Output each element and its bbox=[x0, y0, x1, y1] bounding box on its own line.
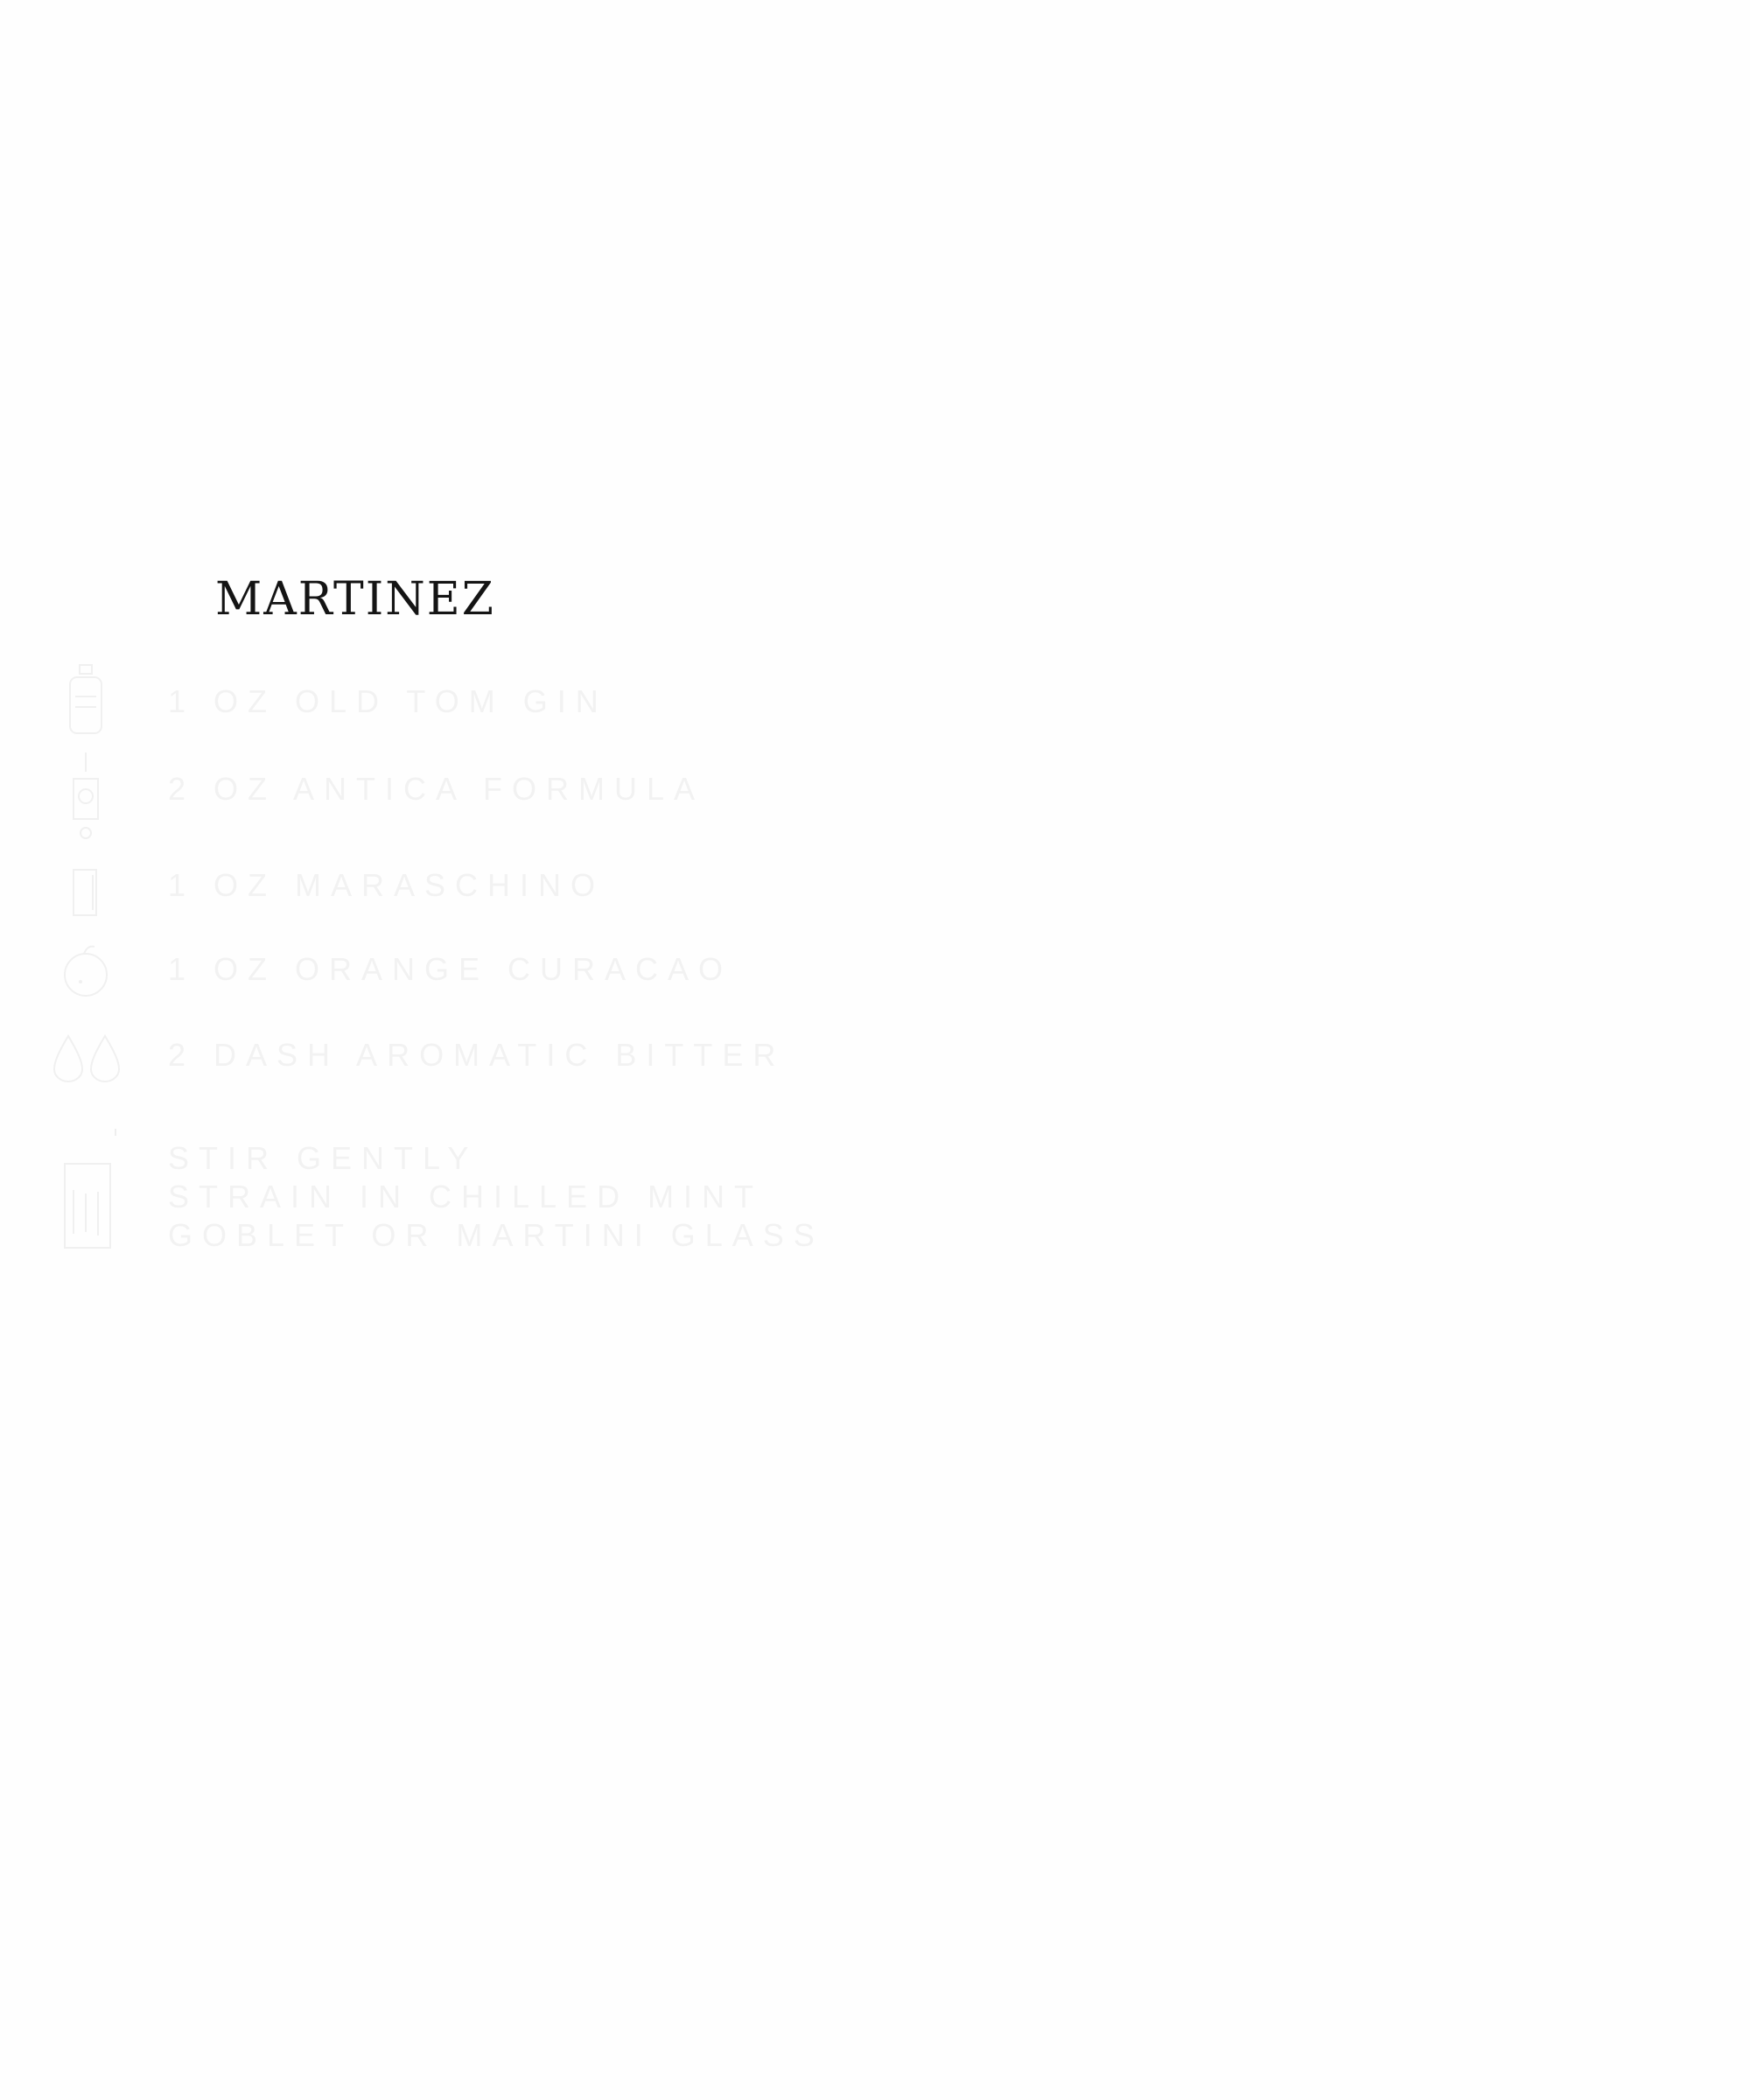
instructions-text: stir gently strain in chilled mint goble… bbox=[168, 1139, 824, 1255]
ingredient-label: 1 oz maraschino bbox=[168, 867, 606, 903]
recipe-title: martinez bbox=[215, 555, 495, 630]
orange-icon bbox=[64, 945, 108, 997]
instruction-line: goblet or martini glass bbox=[168, 1217, 824, 1253]
ingredient-label: 1 oz orange curacao bbox=[168, 951, 733, 987]
instruction-line: strain in chilled mint bbox=[168, 1179, 764, 1214]
gin-bottle-icon bbox=[69, 664, 102, 734]
mixing-glass-icon bbox=[64, 1129, 116, 1249]
ingredient-label: 2 oz antica formula bbox=[168, 771, 705, 807]
instruction-line: stir gently bbox=[168, 1140, 479, 1176]
ingredient-label: 2 dash aromatic bitter bbox=[168, 1037, 786, 1073]
maraschino-bottle-icon bbox=[73, 869, 97, 916]
ingredient-label: 1 oz old tom gin bbox=[168, 683, 608, 719]
vermouth-bottle-icon bbox=[73, 752, 99, 839]
drops-icon bbox=[52, 1034, 121, 1082]
